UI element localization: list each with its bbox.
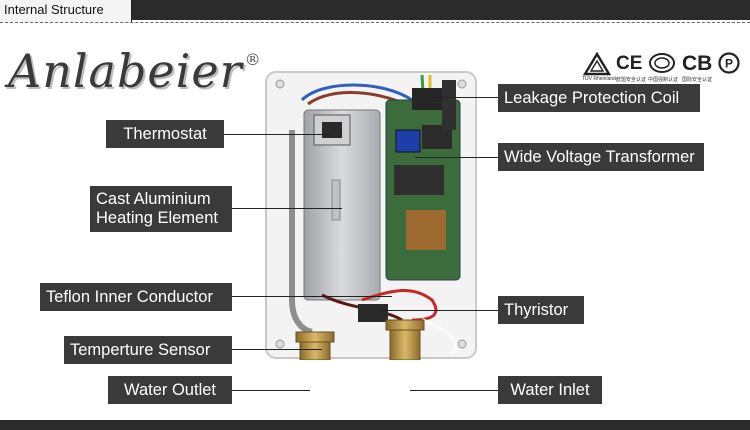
label-temperature-sensor: Temperture Sensor bbox=[64, 336, 232, 364]
tuv-icon: TÜV Rheinland bbox=[582, 51, 616, 82]
svg-text:P: P bbox=[725, 57, 733, 71]
cb-caption: 国际安全认证 bbox=[682, 77, 713, 83]
ccc-icon: 中国强制认证 bbox=[648, 52, 679, 83]
p-icon: P bbox=[718, 52, 742, 82]
label-cast-aluminium-heating-element: Cast Aluminium Heating Element bbox=[90, 186, 232, 232]
registered-mark: ® bbox=[244, 50, 262, 69]
label-cast-aluminium-line1: Cast Aluminium bbox=[96, 190, 211, 208]
section-title: Internal Structure bbox=[0, 0, 132, 22]
pointer-heating-element bbox=[232, 208, 342, 209]
brand-logo: Anlabeier® bbox=[8, 44, 262, 98]
footer-bar bbox=[0, 420, 750, 430]
label-thermostat: Thermostat bbox=[106, 120, 224, 148]
pointer-transformer bbox=[415, 157, 499, 158]
certification-marks: TÜV Rheinland CE 欧盟安全认证 中国强制认证 CB 国际安全认证… bbox=[582, 51, 744, 83]
pointer-temperature-sensor bbox=[232, 349, 322, 350]
ce-icon: CE 欧盟安全认证 bbox=[616, 53, 647, 83]
pointer-thermostat bbox=[224, 134, 330, 135]
water-heater-internal-photo bbox=[265, 71, 477, 360]
label-water-inlet: Water Inlet bbox=[498, 376, 602, 404]
header-bar: Internal Structure bbox=[0, 0, 750, 22]
pointer-leakage-coil bbox=[432, 97, 498, 98]
cb-icon: CB 国际安全认证 bbox=[682, 52, 713, 83]
pointer-water-outlet bbox=[232, 390, 310, 391]
label-leakage-protection-coil: Leakage Protection Coil bbox=[498, 84, 700, 112]
label-cast-aluminium-line2: Heating Element bbox=[96, 209, 218, 227]
ccc-caption: 中国强制认证 bbox=[648, 77, 679, 83]
label-water-outlet: Water Outlet bbox=[108, 376, 232, 404]
dashed-divider bbox=[0, 22, 750, 23]
pointer-water-inlet bbox=[410, 390, 498, 391]
ce-caption: 欧盟安全认证 bbox=[616, 77, 647, 83]
label-teflon-inner-conductor: Teflon Inner Conductor bbox=[40, 283, 232, 311]
label-wide-voltage-transformer: Wide Voltage Transformer bbox=[498, 143, 704, 171]
brand-name: Anlabeier bbox=[8, 44, 243, 98]
pointer-teflon-conductor bbox=[232, 296, 392, 297]
tuv-caption: TÜV Rheinland bbox=[582, 76, 616, 82]
pointer-thyristor bbox=[380, 310, 498, 311]
label-thyristor: Thyristor bbox=[498, 296, 584, 324]
